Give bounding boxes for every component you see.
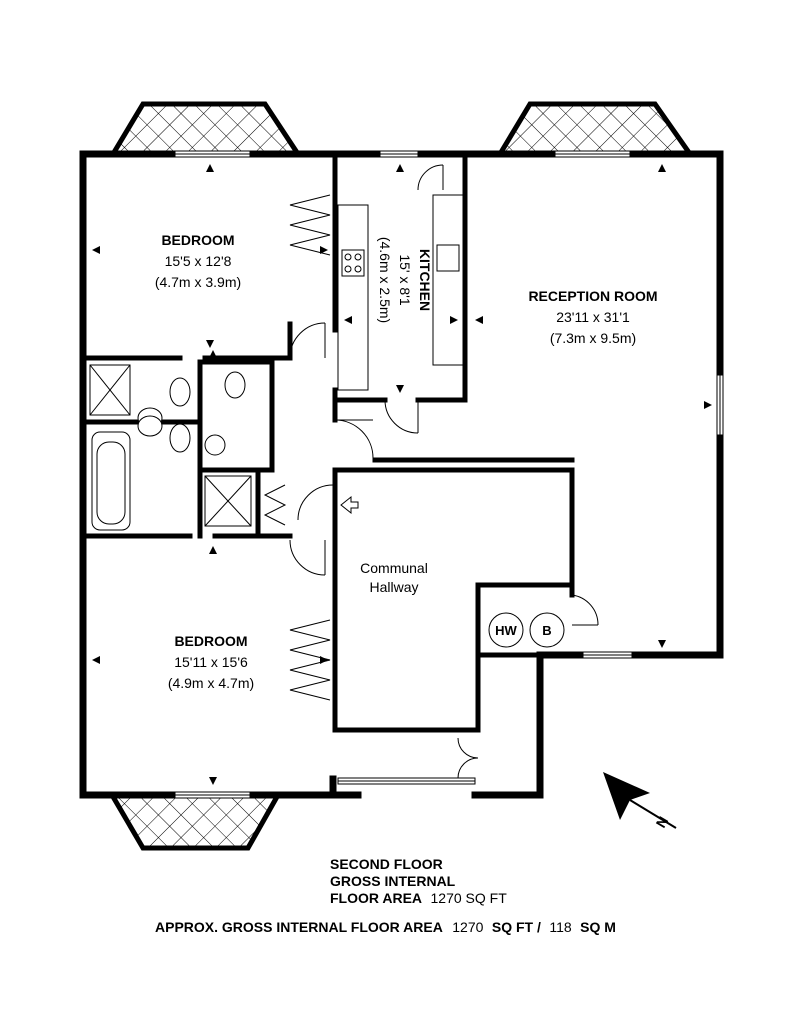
room-size-imperial: 15' x 8'1 xyxy=(397,254,413,305)
hot-water-label: HW xyxy=(495,623,517,638)
approx-sqm-value: 118 xyxy=(549,919,572,935)
approx-area-label: APPROX. GROSS INTERNAL FLOOR AREA xyxy=(155,919,443,935)
boiler: B xyxy=(529,612,565,648)
room-size-imperial: 15'5 x 12'8 xyxy=(165,253,232,269)
hallway-label-line1: Communal xyxy=(360,560,428,576)
room-bedroom1: BEDROOM 15'5 x 12'8 (4.7m x 3.9m) xyxy=(155,232,241,290)
entrance-arrow-icon xyxy=(340,495,359,515)
floor-note: SECOND FLOOR GROSS INTERNAL FLOOR AREA 1… xyxy=(330,856,507,907)
doors xyxy=(263,164,599,779)
approx-sqft-value: 1270 xyxy=(452,919,483,935)
room-name: BEDROOM xyxy=(161,232,234,248)
kitchen-fittings xyxy=(337,194,464,391)
approx-sqft-unit: SQ FT / xyxy=(492,919,541,935)
bathroom-fittings xyxy=(89,364,252,531)
approx-sqm-unit: SQ M xyxy=(580,919,616,935)
bay-window-reception xyxy=(495,101,695,157)
boiler-label: B xyxy=(542,623,551,638)
room-name: KITCHEN xyxy=(417,249,433,311)
room-size-metric: (4.9m x 4.7m) xyxy=(168,675,254,691)
outer-walls xyxy=(79,150,724,799)
floor-note-line1: SECOND FLOOR xyxy=(330,856,443,872)
room-size-metric: (7.3m x 9.5m) xyxy=(550,330,636,346)
interior-walls xyxy=(80,151,575,733)
approx-area-line: APPROX. GROSS INTERNAL FLOOR AREA 1270 S… xyxy=(155,919,616,936)
bay-window-bedroom2 xyxy=(107,792,283,851)
room-reception: RECEPTION ROOM 23'11 x 31'1 (7.3m x 9.5m… xyxy=(528,288,657,346)
room-name: RECEPTION ROOM xyxy=(528,288,657,304)
communal-hallway: Communal Hallway xyxy=(360,560,428,595)
floor-area-value: 1270 SQ FT xyxy=(431,890,508,906)
room-size-imperial: 15'11 x 15'6 xyxy=(174,654,248,670)
dimension-markers xyxy=(92,164,712,785)
bay-window-bedroom1 xyxy=(108,101,303,157)
floor-note-line2: GROSS INTERNAL xyxy=(330,873,456,889)
room-name: BEDROOM xyxy=(174,633,247,649)
north-compass-icon: N xyxy=(603,772,677,831)
room-size-metric: (4.7m x 3.9m) xyxy=(155,274,241,290)
room-kitchen: KITCHEN 15' x 8'1 (4.6m x 2.5m) xyxy=(377,237,433,323)
floor-note-line3: FLOOR AREA 1270 SQ FT xyxy=(330,890,507,907)
room-size-metric: (4.6m x 2.5m) xyxy=(377,237,393,323)
hot-water-cylinder: HW xyxy=(488,612,524,648)
hallway-label-line2: Hallway xyxy=(369,579,418,595)
compass-north-label: N xyxy=(653,814,672,831)
windows xyxy=(174,150,724,799)
room-size-imperial: 23'11 x 31'1 xyxy=(556,309,630,325)
room-bedroom2: BEDROOM 15'11 x 15'6 (4.9m x 4.7m) xyxy=(168,633,254,691)
approx-area: APPROX. GROSS INTERNAL FLOOR AREA 1270 S… xyxy=(155,919,616,936)
floor-area-label: FLOOR AREA xyxy=(330,890,422,906)
